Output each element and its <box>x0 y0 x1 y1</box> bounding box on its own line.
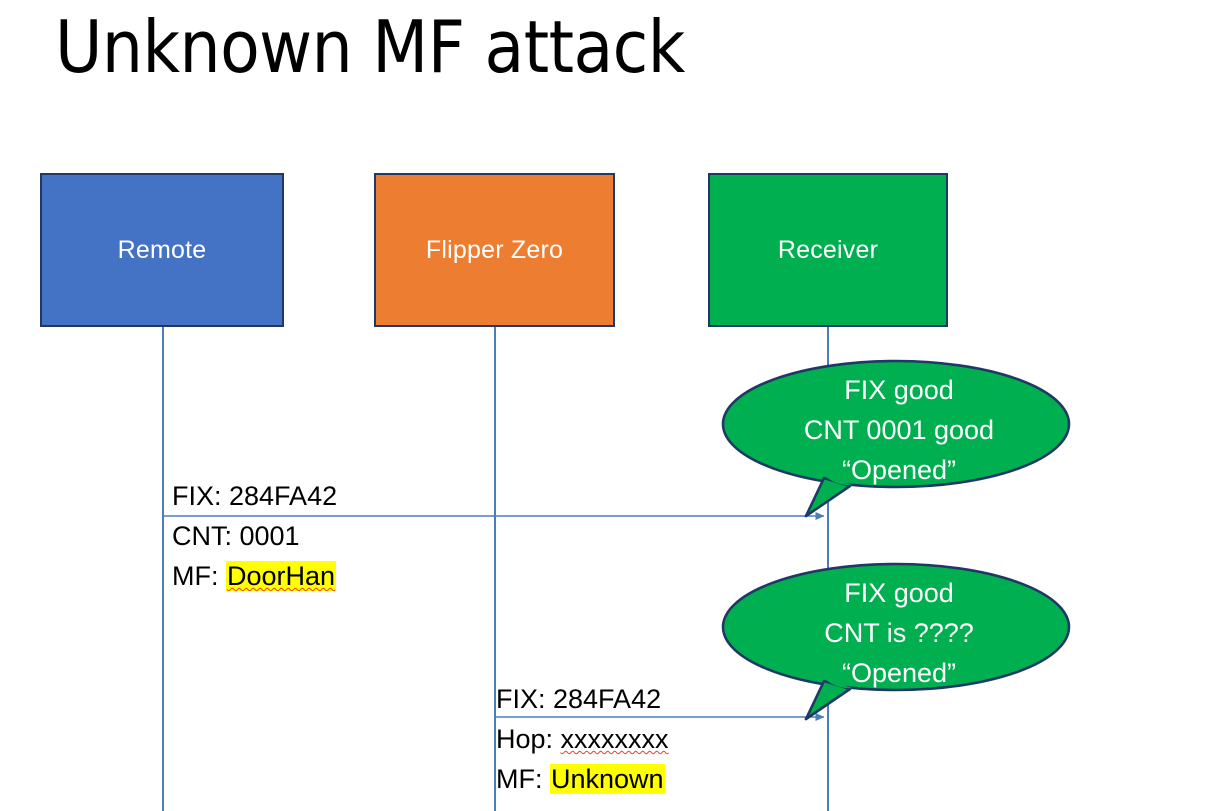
message-label-1: FIX: 284FA42 CNT: 0001 MF: DoorHan <box>172 476 337 596</box>
message-1-mf-value: DoorHan <box>226 561 337 591</box>
message-2-mf-value: Unknown <box>550 764 665 794</box>
message-2-line-fix: FIX: 284FA42 <box>496 684 662 714</box>
message-1-line-fix: FIX: 284FA42 <box>172 481 338 511</box>
callout-2-shape <box>721 562 1071 721</box>
callout-bubble-1[interactable]: FIX good CNT 0001 good “Opened” <box>720 358 1078 518</box>
message-2-line-hop: Hop: xxxxxxxx <box>496 719 669 759</box>
message-1-mf-label: MF: <box>172 561 226 591</box>
lifeline-flipper-zero <box>494 327 496 811</box>
actor-label-receiver: Receiver <box>777 235 879 264</box>
callout-bubble-2[interactable]: FIX good CNT is ???? “Opened” <box>720 561 1078 721</box>
message-label-2: FIX: 284FA42 Hop: xxxxxxxx MF: Unknown <box>496 679 669 799</box>
actor-box-remote[interactable]: Remote <box>40 173 284 327</box>
message-2-hop-value: xxxxxxxx <box>560 724 669 754</box>
actor-label-flipper-zero: Flipper Zero <box>425 235 564 264</box>
message-2-mf-label: MF: <box>496 764 550 794</box>
page-title: Unknown MF attack <box>55 5 685 89</box>
message-2-line-mf: MF: Unknown <box>496 759 669 799</box>
callout-1-shape <box>721 359 1071 518</box>
actor-box-flipper-zero[interactable]: Flipper Zero <box>374 173 615 327</box>
message-2-hop-label: Hop: <box>496 724 561 754</box>
actor-label-remote: Remote <box>117 235 207 264</box>
lifeline-remote <box>162 327 164 811</box>
actor-box-receiver[interactable]: Receiver <box>708 173 948 327</box>
message-1-line-mf: MF: DoorHan <box>172 556 337 596</box>
message-1-line-cnt: CNT: 0001 <box>172 521 300 551</box>
